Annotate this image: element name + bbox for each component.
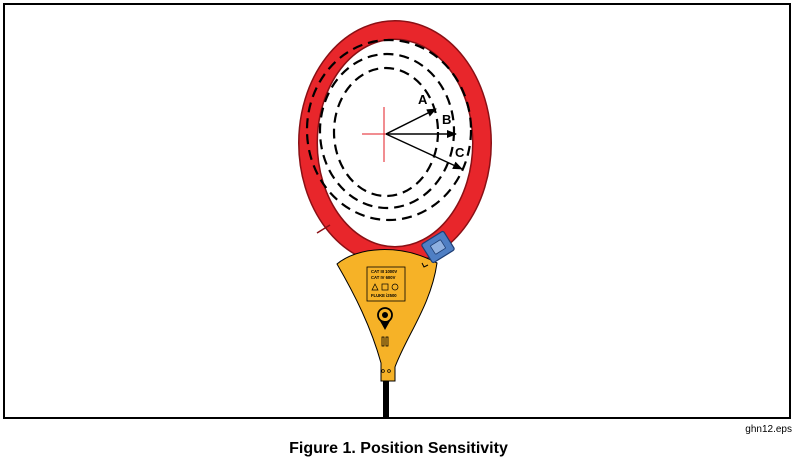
probe-label-plate — [366, 266, 406, 302]
warning-icon — [371, 283, 379, 291]
vector-a-label: A — [418, 92, 428, 107]
vector-b-label: B — [442, 112, 451, 127]
position-ring-outer — [305, 38, 473, 222]
cable — [383, 377, 389, 417]
probe-slot-right — [385, 336, 389, 347]
coil-latch — [421, 230, 455, 264]
position-sensitivity-diagram: A B C CAT III 1000V CAT IV 600V FLUKE i2… — [298, 20, 492, 417]
probe-dot-right — [387, 369, 391, 373]
latch-arrow-icon — [421, 262, 429, 268]
vector-a-arrow — [385, 108, 437, 135]
figure-caption: Figure 1. Position Sensitivity — [289, 440, 508, 457]
position-ring-middle — [318, 52, 456, 210]
conformity-icon — [391, 283, 399, 291]
coil-joint-left — [316, 224, 331, 234]
vector-c-arrow — [385, 133, 463, 170]
figure-frame: A B C CAT III 1000V CAT IV 600V FLUKE i2… — [3, 3, 791, 419]
probe-dot-left — [381, 369, 385, 373]
probe-rating-line-2: CAT IV 600V — [371, 275, 396, 280]
probe-slot-left — [381, 336, 385, 347]
file-reference: ghn12.eps — [745, 424, 792, 435]
probe-brand: FLUKE i2500 — [371, 293, 397, 298]
probe-rating-line-1: CAT III 1000V — [371, 269, 397, 274]
vector-c-label: C — [455, 145, 465, 160]
double-insulation-icon — [381, 283, 389, 291]
position-ring-inner — [332, 66, 440, 198]
position-marker-icon — [377, 307, 393, 330]
